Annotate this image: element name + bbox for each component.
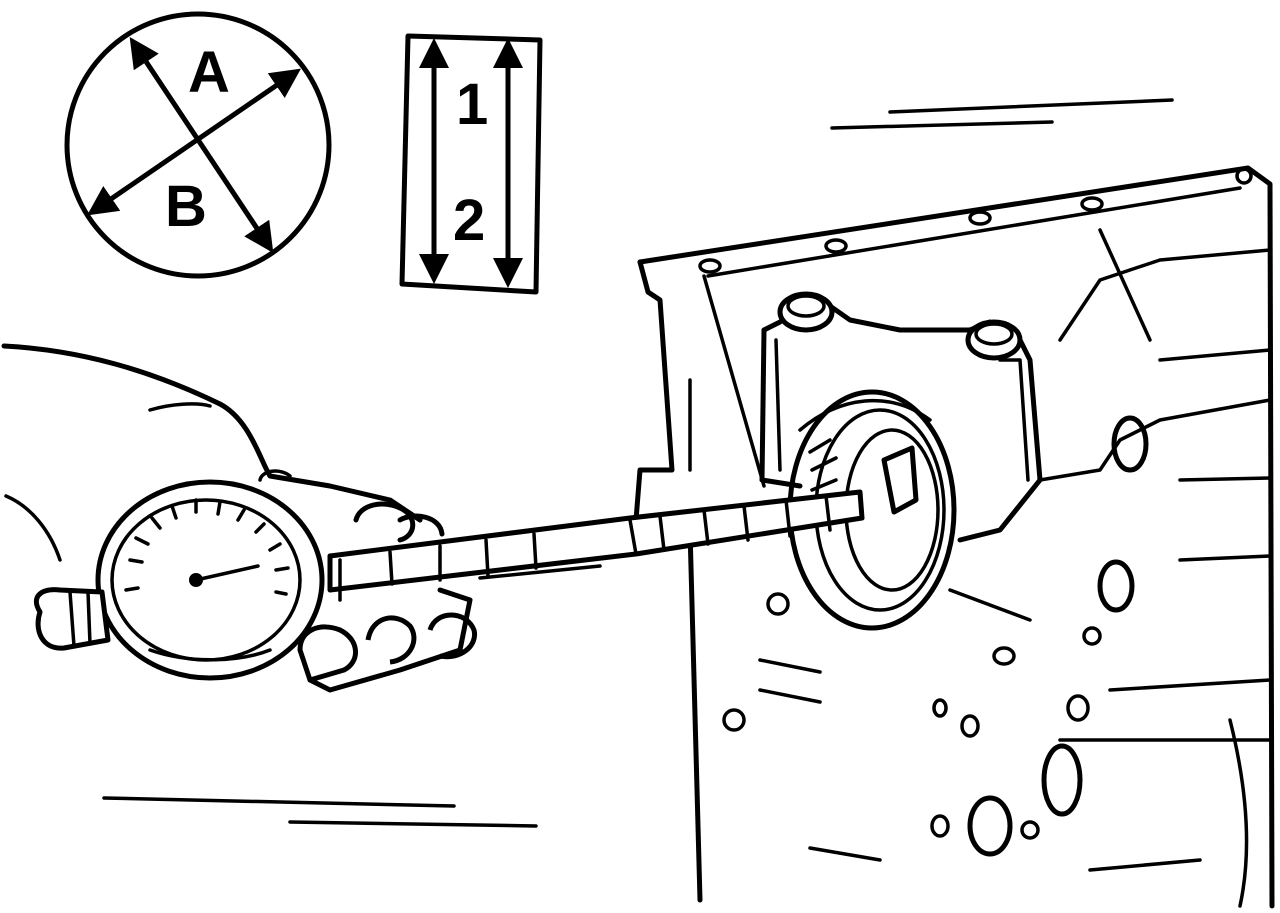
dial-bore-gauge-icon: [33, 479, 865, 681]
background-strokes: [102, 98, 1174, 828]
engine-block-icon: [633, 165, 1275, 909]
axis-b-arrow: [87, 68, 301, 216]
hand-icon: [1, 343, 477, 693]
dial-ticks: [124, 498, 290, 596]
position-2-label: 2: [453, 188, 485, 253]
inset-circle-diagram: A B: [64, 11, 332, 279]
inset-box-diagram: 1 2: [399, 33, 543, 295]
axis-b-label: B: [165, 174, 207, 239]
position-1-label: 1: [456, 72, 488, 137]
axis-a-label: A: [188, 40, 230, 105]
bore-section-circle: [64, 11, 332, 279]
